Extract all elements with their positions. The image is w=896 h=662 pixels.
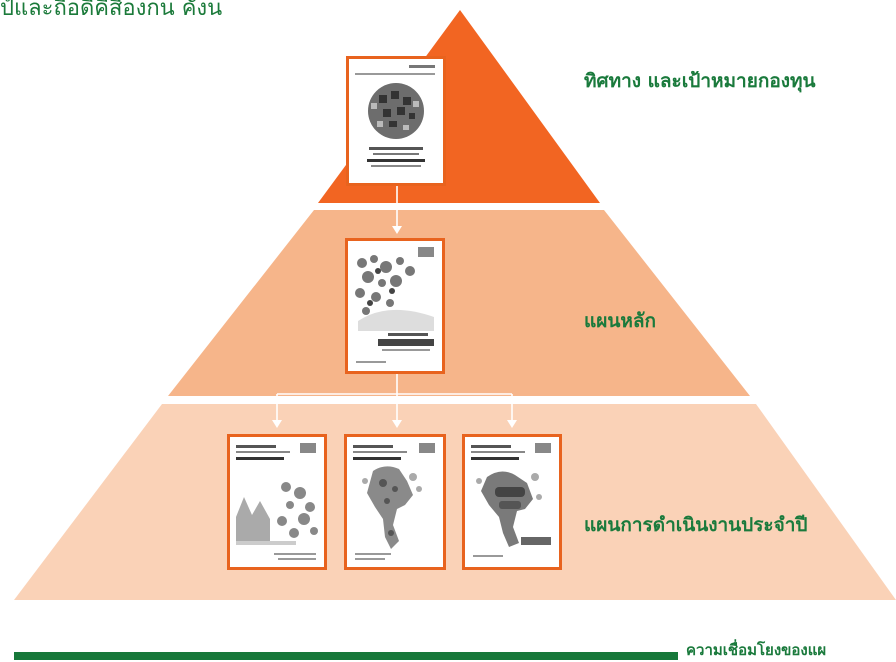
footer-caption: ความเชื่อมโยงของแผ	[686, 641, 827, 659]
annual-plan-cover-1	[227, 434, 327, 570]
level-label-direction: ทิศทาง และเป้าหมายกองทุน	[584, 70, 816, 92]
footer-divider-bar	[14, 652, 678, 660]
annual-plan-cover-icon	[465, 437, 559, 567]
strategy-document-cover	[346, 56, 446, 186]
pyramid-bottom-tier	[14, 404, 896, 600]
master-plan-document-cover	[345, 238, 445, 374]
annual-plan-cover-2	[344, 434, 446, 570]
connector-lines	[276, 185, 513, 424]
connector-arrows	[272, 226, 517, 428]
master-plan-cover-icon	[348, 241, 442, 371]
annual-plan-cover-icon	[347, 437, 443, 567]
level-label-master-plan: แผนหลัก	[584, 310, 657, 332]
annual-plan-cover-icon	[230, 437, 324, 567]
annual-plan-cover-3	[462, 434, 562, 570]
pyramid-middle-tier	[168, 210, 750, 396]
strategy-book-cover-icon	[349, 59, 443, 183]
level-label-annual-plan: แผนการดำเนินงานประจำปี	[584, 514, 808, 536]
header-text: ป์และถือดีคีสื่องกน คังน	[0, 0, 223, 21]
